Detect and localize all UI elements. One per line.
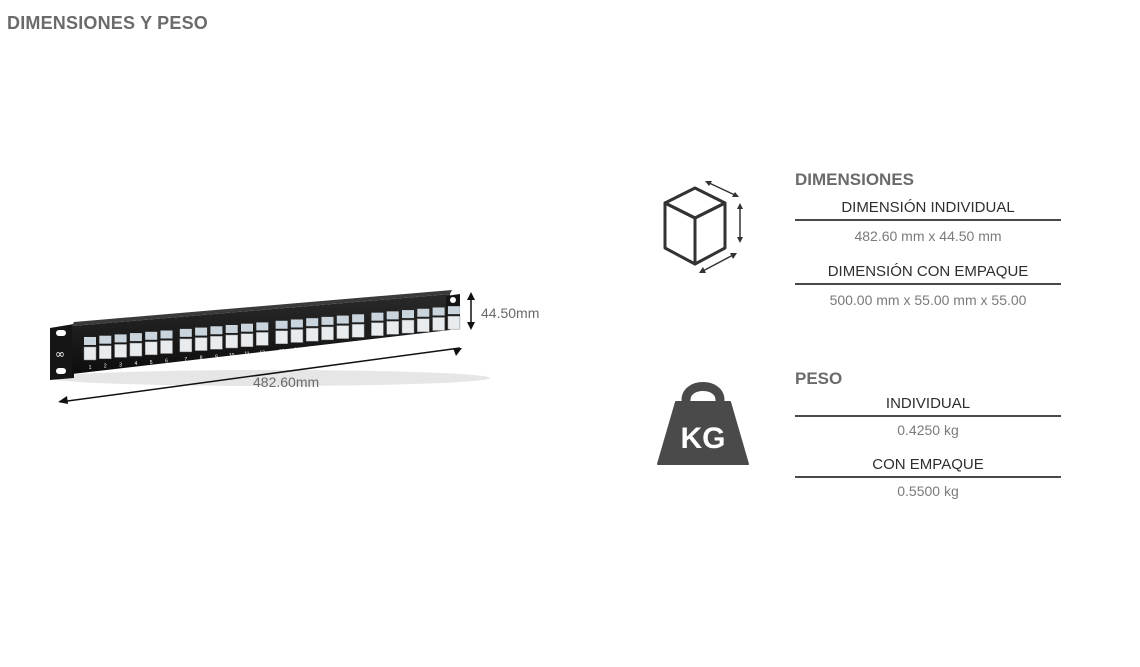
package-dimension-heading: DIMENSIÓN CON EMPAQUE	[795, 263, 1061, 285]
package-weight-value: 0.5500 kg	[897, 483, 959, 499]
port-window-top	[84, 336, 96, 345]
port-window-top	[225, 324, 238, 333]
port-number: 24	[451, 334, 457, 340]
port-number: 9	[215, 354, 218, 360]
individual-dimension-heading: DIMENSIÓN INDIVIDUAL	[795, 199, 1061, 221]
port-window-top	[336, 315, 349, 324]
port-number: 15	[309, 346, 315, 352]
keystone-port	[114, 344, 127, 358]
port-number: 23	[436, 335, 442, 341]
port-window-top	[179, 328, 192, 337]
port-number: 22	[421, 337, 427, 343]
port-number: 17	[340, 344, 346, 350]
port-window-top	[402, 310, 414, 319]
dimensions-title: DIMENSIONES	[795, 170, 915, 189]
port-number: 5	[150, 360, 153, 366]
keystone-port	[305, 327, 319, 342]
port-number: 14	[294, 347, 300, 353]
keystone-port	[336, 325, 350, 339]
port-number: 2	[104, 364, 107, 370]
port-number: 8	[200, 356, 203, 362]
port-window-top	[241, 323, 253, 332]
port-window-top	[99, 335, 112, 344]
port-number: 13	[279, 349, 285, 355]
port-window-top	[210, 326, 223, 335]
port-window-top	[417, 308, 430, 317]
port-window-top	[129, 333, 142, 342]
port-window-top	[195, 327, 208, 336]
keystone-port	[371, 322, 384, 336]
package-dimension-value: 500.00 mm x 55.00 mm x 55.00	[829, 292, 1027, 308]
port-window-top	[160, 330, 173, 339]
port-window-top	[432, 307, 445, 316]
port-number: 19	[375, 341, 381, 347]
port-number: 16	[325, 345, 331, 351]
port-number: 6	[165, 359, 168, 365]
package-weight-heading: CON EMPAQUE	[795, 456, 1061, 478]
port-group	[83, 306, 461, 361]
kg-icon-text: KG	[681, 422, 726, 455]
port-window-top	[145, 331, 158, 340]
keystone-port	[194, 337, 208, 351]
individual-weight-heading: INDIVIDUAL	[795, 395, 1061, 417]
port-number: 7	[184, 357, 187, 363]
port-window-top	[352, 314, 365, 323]
keystone-port	[144, 341, 158, 356]
keystone-port	[275, 330, 288, 345]
port-number: 1	[89, 365, 92, 371]
keystone-port	[83, 346, 97, 361]
port-number: 18	[355, 342, 361, 348]
port-window-top	[321, 316, 334, 325]
port-number: 21	[405, 338, 411, 344]
box-dimensions-icon	[655, 178, 750, 283]
port-number: 20	[390, 339, 396, 345]
port-window-top	[275, 320, 288, 329]
port-number: 3	[119, 362, 122, 368]
port-number: 10	[229, 353, 235, 359]
width-dimension-label: 482.60mm	[253, 374, 320, 390]
keystone-port	[321, 326, 334, 341]
kettlebell-weight-icon: KG	[656, 378, 750, 473]
individual-dimension-value: 482.60 mm x 44.50 mm	[854, 228, 1002, 244]
keystone-port	[210, 336, 223, 350]
port-window-top	[306, 318, 319, 327]
port-number: 11	[244, 352, 249, 358]
port-window-top	[386, 311, 399, 320]
keystone-port	[351, 324, 365, 338]
keystone-port	[179, 338, 193, 353]
keystone-port	[160, 340, 173, 354]
port-window-top	[290, 319, 303, 328]
individual-weight-value: 0.4250 kg	[897, 422, 959, 438]
keystone-port	[417, 318, 430, 333]
height-dimension-label: 44.50mm	[481, 305, 540, 321]
keystone-port	[256, 332, 269, 346]
port-number: 12	[260, 350, 266, 356]
port-window-top	[447, 306, 460, 315]
keystone-port	[99, 345, 112, 359]
keystone-port	[386, 321, 399, 335]
page-title: DIMENSIONES Y PESO	[7, 13, 208, 33]
keystone-port	[432, 317, 445, 331]
port-window-top	[256, 322, 269, 331]
keystone-port	[401, 319, 415, 334]
port-window-top	[371, 312, 384, 321]
weight-title: PESO	[795, 369, 843, 388]
keystone-port	[290, 329, 304, 343]
keystone-port	[225, 334, 238, 349]
keystone-port	[129, 342, 143, 357]
keystone-port	[240, 333, 254, 347]
port-window-top	[114, 334, 127, 343]
keystone-port	[447, 315, 461, 330]
port-number: 4	[135, 361, 138, 367]
svg-text:∞: ∞	[55, 347, 65, 361]
